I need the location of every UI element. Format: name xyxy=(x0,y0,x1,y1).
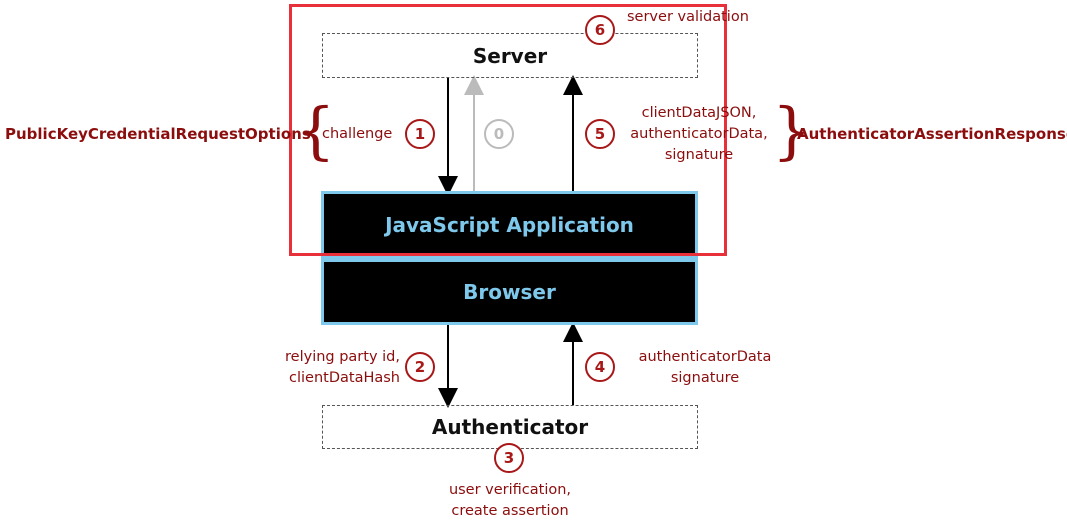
request-options-label: PublicKeyCredentialRequestOptions xyxy=(5,125,311,143)
authenticator-label: Authenticator xyxy=(431,415,589,439)
server-validation-label: server validation xyxy=(627,9,749,25)
step-3-marker: 3 xyxy=(494,443,524,473)
server-label: Server xyxy=(472,43,548,68)
step-2-marker: 2 xyxy=(405,352,435,382)
client-data-label: clientDataJSON, authenticatorData, signa… xyxy=(630,105,768,163)
left-brace: { xyxy=(296,94,336,167)
highlight-rectangle xyxy=(289,4,727,256)
assertion-response-label: AuthenticatorAssertionResponse xyxy=(797,125,1067,143)
server-box: Server xyxy=(322,33,698,78)
relying-party-label: relying party id, clientDataHash xyxy=(285,349,400,386)
user-verification-label: user verification, create assertion xyxy=(448,482,572,519)
right-brace: } xyxy=(772,94,812,167)
js-application-box: JavaScript Application xyxy=(321,191,698,259)
js-application-label: JavaScript Application xyxy=(385,213,634,237)
challenge-label: challenge xyxy=(322,126,393,142)
authenticator-data-label: authenticatorData signature xyxy=(638,349,772,386)
step-1-marker: 1 xyxy=(405,119,435,149)
browser-box: Browser xyxy=(321,259,698,325)
step-4-marker: 4 xyxy=(585,352,615,382)
step-6-marker: 6 xyxy=(585,15,615,45)
step-0-marker: 0 xyxy=(484,119,514,149)
step-5-marker: 5 xyxy=(585,119,615,149)
browser-label: Browser xyxy=(463,280,556,304)
